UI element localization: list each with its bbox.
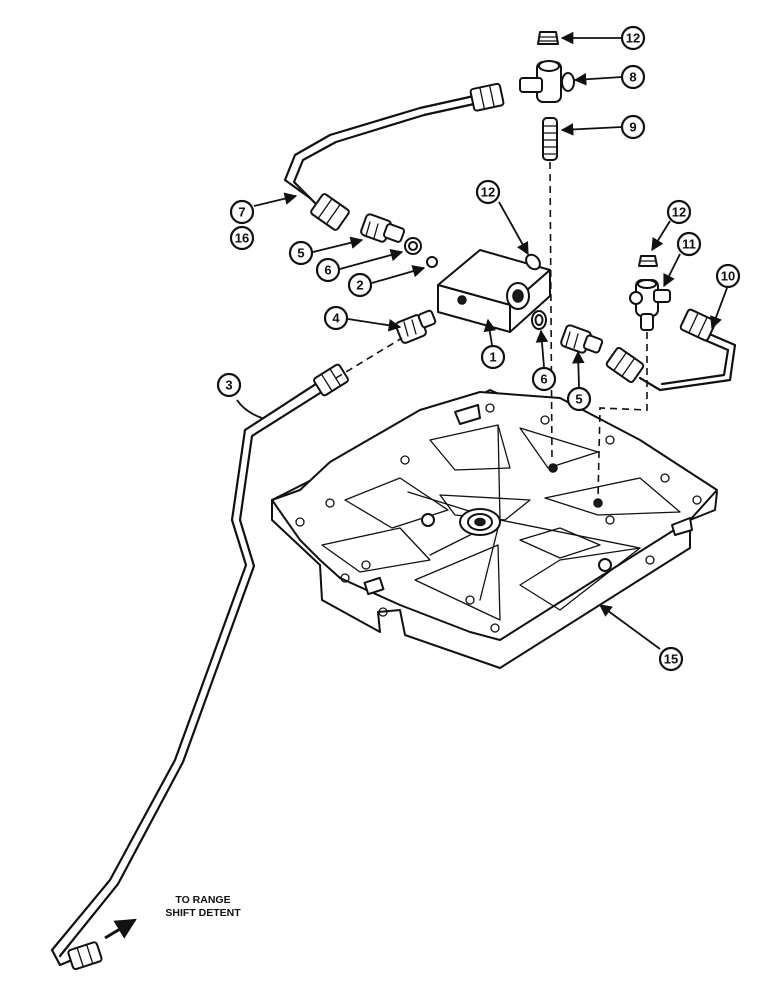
tube-10 (605, 308, 737, 392)
alignment-lines (335, 161, 648, 499)
callout-3: 3 (216, 372, 242, 398)
plug-12-top (537, 31, 559, 45)
callout-5-upper: 5 (288, 240, 314, 266)
svg-text:12: 12 (626, 31, 640, 46)
callout-6-upper: 6 (315, 257, 341, 283)
o-ring-6-upper (404, 237, 422, 255)
callout-16: 16 (229, 225, 255, 251)
callout-12-block: 12 (475, 179, 501, 205)
callout-15: 15 (658, 646, 684, 672)
svg-text:8: 8 (629, 70, 636, 85)
svg-text:12: 12 (481, 185, 495, 200)
svg-text:1: 1 (489, 350, 496, 365)
callout-11: 11 (676, 231, 702, 257)
svg-text:3: 3 (225, 378, 232, 393)
svg-text:9: 9 (629, 120, 636, 135)
tube-7 (283, 82, 505, 231)
svg-text:4: 4 (332, 311, 340, 326)
svg-text:2: 2 (356, 278, 363, 293)
nipple-9 (542, 117, 558, 161)
plug-12-right (638, 255, 658, 267)
callout-2: 2 (347, 272, 373, 298)
o-ring-6-lower (531, 310, 547, 330)
svg-text:7: 7 (238, 205, 245, 220)
callout-6-lower: 6 (531, 366, 557, 392)
callout-8: 8 (620, 64, 646, 90)
fitting-5-upper (360, 213, 406, 243)
svg-text:11: 11 (682, 237, 696, 252)
valve-body-plate (271, 389, 718, 669)
callout-1: 1 (480, 344, 506, 370)
svg-text:5: 5 (575, 392, 582, 407)
callout-10: 10 (715, 263, 741, 289)
tee-fitting-8 (519, 60, 575, 103)
destination-note: TO RANGE SHIFT DETENT (165, 894, 241, 919)
callout-12-right: 12 (666, 199, 692, 225)
ball-2 (426, 256, 438, 268)
svg-text:6: 6 (324, 263, 331, 278)
svg-text:15: 15 (664, 652, 678, 667)
callout-7: 7 (229, 199, 255, 225)
callout-5-lower: 5 (566, 386, 592, 412)
note-line-1: TO RANGE (175, 894, 230, 906)
svg-text:10: 10 (721, 269, 735, 284)
callout-9: 9 (620, 114, 646, 140)
svg-text:6: 6 (540, 372, 547, 387)
callout-12-top: 12 (620, 25, 646, 51)
fitting-4 (395, 309, 437, 344)
note-line-2: SHIFT DETENT (165, 907, 241, 919)
tee-fitting-11 (629, 279, 671, 331)
fitting-5-lower (560, 324, 604, 354)
svg-text:16: 16 (235, 231, 249, 246)
svg-text:12: 12 (672, 205, 686, 220)
svg-text:5: 5 (297, 246, 304, 261)
leader-lines (236, 31, 728, 650)
tube-3 (50, 363, 349, 971)
callout-4: 4 (323, 305, 349, 331)
plug-12-block (525, 253, 541, 271)
